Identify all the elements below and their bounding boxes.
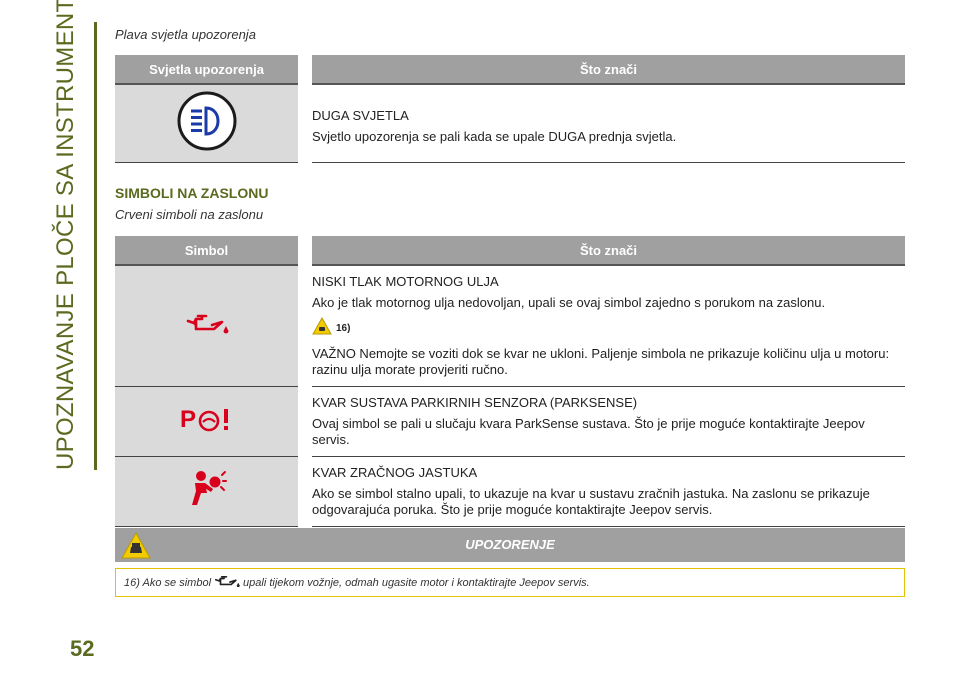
sidebar-rule (94, 22, 97, 470)
row-text-important: VAŽNO Nemojte se voziti dok se kvar ne u… (312, 346, 890, 377)
meaning-cell: KVAR ZRAČNOG JASTUKA Ako se simbol staln… (305, 456, 905, 527)
column-header-meaning: Što znači (305, 55, 905, 85)
oil-pressure-icon (213, 575, 241, 591)
section-title: SIMBOLI NA ZASLONU (115, 185, 269, 201)
warning-heading: UPOZORENJE (465, 537, 555, 552)
icon-cell (115, 84, 312, 163)
row-title: KVAR SUSTAVA PARKIRNIH SENZORA (PARKSENS… (312, 395, 638, 410)
parksense-fault-icon: P (180, 406, 234, 438)
column-header-meaning: Što znači (305, 236, 905, 266)
display-symbols-table: Simbol Što znači NISKI TL (115, 236, 905, 527)
meaning-cell: NISKI TLAK MOTORNOG ULJA Ako je tlak mot… (305, 265, 905, 387)
warning-note-end: upali tijekom vožnje, odmah ugasite moto… (243, 576, 590, 589)
warning-ref-number: 16) (336, 323, 351, 334)
svg-text:P: P (180, 406, 196, 433)
row-text: Ako se simbol stalno upali, to ukazuje n… (312, 486, 870, 517)
column-header-warning-lights: Svjetla upozorenja (115, 55, 312, 85)
warning-triangle-icon (121, 531, 151, 572)
row-text: Ako je tlak motornog ulja nedovoljan, up… (312, 295, 826, 310)
high-beam-icon (176, 91, 238, 156)
oil-pressure-icon (184, 314, 230, 339)
table-row: NISKI TLAK MOTORNOG ULJA Ako je tlak mot… (115, 265, 905, 387)
blue-section-subtitle: Plava svjetla upozorenja (115, 27, 256, 42)
icon-cell (115, 456, 312, 527)
warning-reference: 16) (312, 316, 351, 341)
warning-box: UPOZORENJE 16) Ako se simbol upali tijek… (115, 528, 905, 597)
row-title: KVAR ZRAČNOG JASTUKA (312, 465, 478, 480)
chapter-title: UPOZNAVANJE PLOČE SA INSTRUMENTIMA (52, 0, 79, 470)
warning-note: 16) Ako se simbol upali tijekom vožnje, … (115, 568, 905, 597)
meaning-cell: KVAR SUSTAVA PARKIRNIH SENZORA (PARKSENS… (305, 386, 905, 457)
display-section-subtitle: Crveni simboli na zaslonu (115, 207, 264, 222)
table-row: KVAR ZRAČNOG JASTUKA Ako se simbol staln… (115, 456, 905, 527)
warning-note-start: 16) Ako se simbol (124, 576, 212, 589)
row-title: NISKI TLAK MOTORNOG ULJA (312, 274, 499, 289)
column-header-symbol: Simbol (115, 236, 312, 266)
table-row: P KVAR SUSTAVA PARKIRNIH SENZORA (PARKSE… (115, 386, 905, 457)
warning-triangle-icon (312, 316, 332, 341)
page-number: 52 (70, 636, 95, 661)
icon-cell (115, 265, 312, 387)
table-row: DUGA SVJETLA Svjetlo upozorenja se pali … (115, 84, 905, 163)
row-title: DUGA SVJETLA (312, 108, 409, 123)
row-text: Svjetlo upozorenja se pali kada se upale… (312, 129, 677, 144)
airbag-fault-icon (187, 471, 227, 513)
warning-header: UPOZORENJE (115, 528, 905, 562)
meaning-cell: DUGA SVJETLA Svjetlo upozorenja se pali … (305, 84, 905, 163)
icon-cell: P (115, 386, 312, 457)
row-text: Ovaj simbol se pali u slučaju kvara Park… (312, 416, 865, 447)
blue-warning-table: Svjetla upozorenja Što znači (115, 55, 905, 163)
